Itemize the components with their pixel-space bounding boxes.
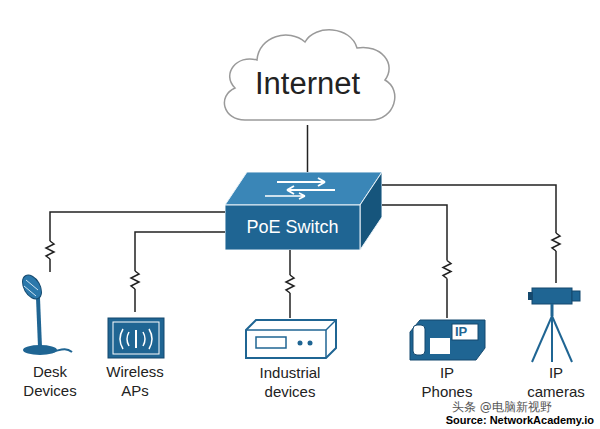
poe-symbol — [284, 275, 296, 293]
ip-phone-icon — [410, 320, 485, 360]
device-label: IP cameras — [526, 363, 586, 401]
network-cable — [382, 185, 556, 283]
node-title: Internet — [215, 66, 400, 102]
device-node: Desk Devices — [10, 272, 90, 400]
network-cable — [50, 212, 225, 272]
access-point-icon — [108, 318, 164, 358]
switch-node: PoE Switch — [225, 172, 382, 250]
network-cable — [307, 125, 309, 172]
device-node: Wireless APs — [95, 312, 175, 400]
poe-symbol — [441, 261, 453, 279]
cloud-node: Internet — [215, 22, 400, 125]
watermark: 头条 @电脑新视野 — [452, 401, 552, 414]
network-cable — [135, 232, 225, 312]
device-label: Wireless APs — [95, 362, 175, 400]
device-node: IP Phones — [417, 318, 477, 401]
device-label: Industrial devices — [250, 363, 330, 401]
microphone-icon — [19, 272, 72, 355]
poe-symbol — [44, 241, 56, 259]
network-cable — [382, 205, 447, 318]
source-note: Source: NetworkAcademy.io — [446, 414, 594, 426]
ip-camera-icon — [528, 288, 580, 362]
industrial-device-icon — [246, 320, 336, 358]
device-node: Industrial devices — [250, 318, 330, 401]
switch-outline — [225, 172, 382, 250]
poe-symbol — [550, 233, 562, 251]
device-node: IP cameras — [526, 283, 586, 401]
phone-badge: IP — [455, 325, 467, 339]
device-label: Desk Devices — [10, 362, 90, 400]
switch-label: PoE Switch — [246, 217, 338, 238]
poe-symbol — [129, 271, 141, 289]
device-label: IP Phones — [417, 363, 477, 401]
